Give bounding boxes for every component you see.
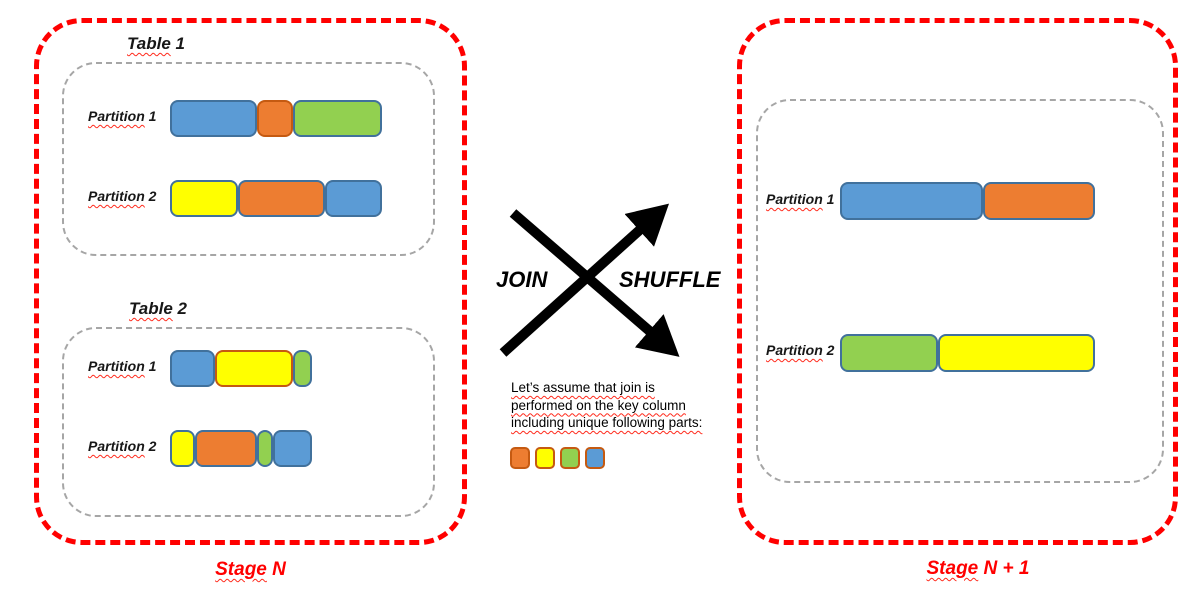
green-data-block — [293, 350, 312, 387]
join-label: JOIN — [496, 267, 548, 292]
yellow-data-block — [938, 334, 1095, 372]
blue-data-block — [585, 447, 605, 469]
table-2-box — [62, 327, 435, 517]
result-partition-2-label: Partition 2 — [766, 342, 835, 358]
stage-n-boundary — [34, 18, 467, 545]
blue-data-block — [325, 180, 382, 217]
orange-data-block — [238, 180, 325, 217]
yellow-data-block — [170, 430, 195, 467]
yellow-data-block — [215, 350, 293, 387]
stage-n-caption: Stage N — [215, 559, 286, 580]
green-data-block — [293, 100, 382, 137]
shuffle-label: SHUFFLE — [619, 267, 721, 292]
key-parts-legend — [510, 447, 605, 469]
stage-n-plus-1-caption: Stage N + 1 — [926, 558, 1030, 579]
table-2-partition-1-label: Partition 1 — [88, 358, 157, 374]
green-data-block — [840, 334, 938, 372]
arrow-top-left-to-bottom-right — [509, 209, 680, 357]
table-1-title-text: Table — [127, 34, 171, 53]
table-1-title: Table 1 — [127, 34, 185, 53]
table-1-partition-2-blocks — [170, 180, 382, 217]
arrow-bottom-left-to-top-right — [499, 203, 670, 357]
join-note: Let’s assume that join is performed on t… — [511, 380, 703, 430]
table-1-box — [62, 62, 435, 256]
green-data-block — [257, 430, 273, 467]
blue-data-block — [273, 430, 312, 467]
join-shuffle-cross-arrows — [499, 203, 680, 357]
table-2-partition-1-blocks — [170, 350, 312, 387]
blue-data-block — [170, 350, 215, 387]
green-data-block — [560, 447, 580, 469]
table-2-title: Table 2 — [129, 299, 187, 318]
orange-data-block — [983, 182, 1095, 220]
stage-n-plus-1-boundary — [737, 18, 1178, 545]
result-partition-1-label: Partition 1 — [766, 191, 835, 207]
orange-data-block — [195, 430, 257, 467]
yellow-data-block — [170, 180, 238, 217]
yellow-data-block — [535, 447, 555, 469]
blue-data-block — [840, 182, 983, 220]
table-1-partition-1-label: Partition 1 — [88, 108, 157, 124]
result-partition-1-blocks — [840, 182, 1095, 220]
result-partition-2-blocks — [840, 334, 1095, 372]
table-2-partition-2-label: Partition 2 — [88, 438, 157, 454]
orange-data-block — [257, 100, 293, 137]
orange-data-block — [510, 447, 530, 469]
blue-data-block — [170, 100, 257, 137]
table-1-partition-1-blocks — [170, 100, 382, 137]
table-2-partition-2-blocks — [170, 430, 312, 467]
result-box — [756, 99, 1164, 483]
table-1-partition-2-label: Partition 2 — [88, 188, 157, 204]
